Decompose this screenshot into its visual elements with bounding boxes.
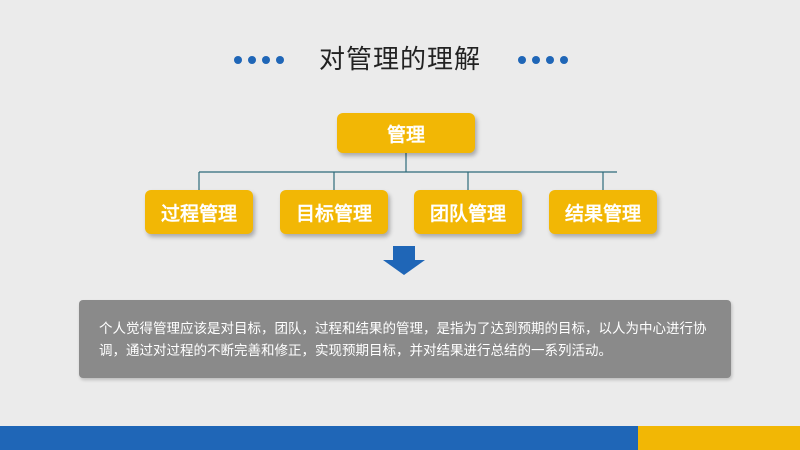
dot-icon xyxy=(262,56,270,64)
title-dots-left-icon xyxy=(234,54,284,66)
footer-bar-yellow xyxy=(638,426,800,450)
dot-icon xyxy=(532,56,540,64)
child-node-result-management: 结果管理 xyxy=(549,190,657,234)
footer-bar-blue xyxy=(0,426,638,450)
dot-icon xyxy=(546,56,554,64)
dot-icon xyxy=(518,56,526,64)
title-row: 对管理的理解 xyxy=(0,38,800,82)
root-node-management: 管理 xyxy=(337,113,475,153)
dot-icon xyxy=(234,56,242,64)
child-node-process-management: 过程管理 xyxy=(145,190,253,234)
dot-icon xyxy=(276,56,284,64)
child-node-goal-management: 目标管理 xyxy=(280,190,388,234)
title-dots-right-icon xyxy=(518,54,568,66)
dot-icon xyxy=(560,56,568,64)
dot-icon xyxy=(248,56,256,64)
description-text: 个人觉得管理应该是对目标，团队，过程和结果的管理，是指为了达到预期的目标，以人为… xyxy=(99,321,707,359)
description-box: 个人觉得管理应该是对目标，团队，过程和结果的管理，是指为了达到预期的目标，以人为… xyxy=(79,300,731,378)
page-title: 对管理的理解 xyxy=(318,45,481,75)
down-arrow-icon xyxy=(383,246,425,275)
child-node-team-management: 团队管理 xyxy=(414,190,522,234)
